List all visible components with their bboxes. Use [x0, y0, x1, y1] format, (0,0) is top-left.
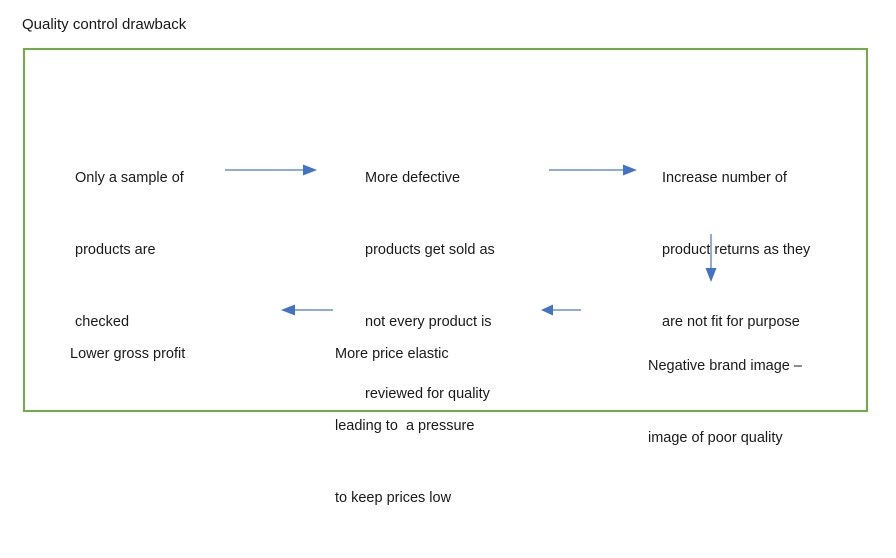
node-increase-number-of-product-returns: Increase number of product returns as th… — [662, 118, 810, 382]
node-more-defective-products-get-sold: More defective products get sold as not … — [365, 118, 495, 454]
node-line: are not fit for purpose — [662, 314, 800, 330]
node-line: products get sold as — [365, 242, 495, 258]
node-line: to keep prices low — [335, 490, 452, 506]
node-line: Only a sample of — [75, 170, 184, 186]
node-line: leading to a pressure — [335, 418, 475, 434]
node-line: products are — [75, 242, 156, 258]
node-line: checked — [75, 314, 130, 330]
arrow-left-icon-elastic-to-profit — [281, 302, 333, 318]
arrow-down-icon-returns-to-brand — [703, 234, 719, 282]
node-line: not every product is — [365, 314, 492, 330]
node-more-price-elastic-pressure-to-keep-prices-low: More price elastic leading to a pressure… — [335, 294, 474, 558]
diagram-frame: Only a sample of products are checked Mo… — [23, 48, 868, 506]
node-line: image of poor quality — [648, 430, 783, 446]
page-title: Quality control drawback — [22, 16, 187, 33]
arrow-left-icon-brand-to-elastic — [541, 302, 581, 318]
node-line: More price elastic — [335, 346, 449, 362]
node-line: product returns as they — [662, 242, 811, 258]
node-negative-brand-image: Negative brand image – image of poor qua… — [648, 306, 802, 498]
diagram-canvas: Quality control drawback Only a sample o… — [22, 16, 868, 506]
node-lower-gross-profit: Lower gross profit — [70, 294, 185, 414]
arrow-right-icon-sample-to-defective — [225, 162, 317, 178]
node-line: Negative brand image – — [648, 358, 802, 374]
node-line: More defective — [365, 170, 461, 186]
arrow-right-icon-defective-to-returns — [549, 162, 637, 178]
node-line: Lower gross profit — [70, 346, 186, 362]
node-only-a-sample-of-products-are-checked: Only a sample of products are checked — [75, 118, 184, 382]
node-line: Increase number of — [662, 170, 787, 186]
node-line: reviewed for quality — [365, 386, 490, 402]
